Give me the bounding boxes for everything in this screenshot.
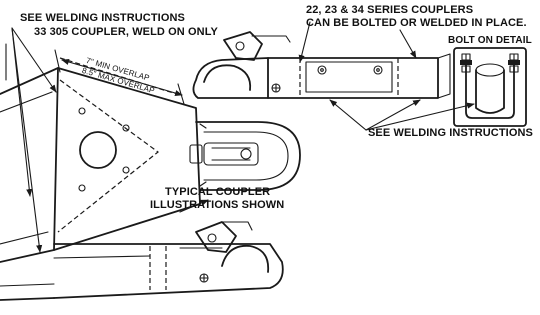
typical-leaders [179, 199, 209, 213]
overlap-dimension [54, 49, 185, 105]
side-view-coupler-bottom [0, 221, 284, 301]
label-typical-coupler: TYPICAL COUPLER [165, 186, 271, 198]
label-see-welding-instructions-top: SEE WELDING INSTRUCTIONS [20, 12, 185, 24]
welding-leaders-right [329, 99, 475, 131]
label-see-welding-instructions-right: SEE WELDING INSTRUCTIONS [368, 127, 533, 139]
label-coupler-33305: 33 305 COUPLER, WELD ON ONLY [34, 26, 218, 38]
label-series-couplers-line2: CAN BE BOLTED OR WELDED IN PLACE. [306, 17, 527, 29]
welding-leaders-left [5, 27, 57, 253]
series-leaders [298, 21, 417, 63]
bolt-on-detail [453, 47, 527, 127]
label-bolt-on-detail: BOLT ON DETAIL [448, 35, 532, 46]
label-series-couplers-line1: 22, 23 & 34 SERIES COUPLERS [306, 4, 474, 16]
side-view-coupler-top [192, 31, 451, 99]
label-illustrations-shown: ILLUSTRATIONS SHOWN [150, 199, 285, 211]
